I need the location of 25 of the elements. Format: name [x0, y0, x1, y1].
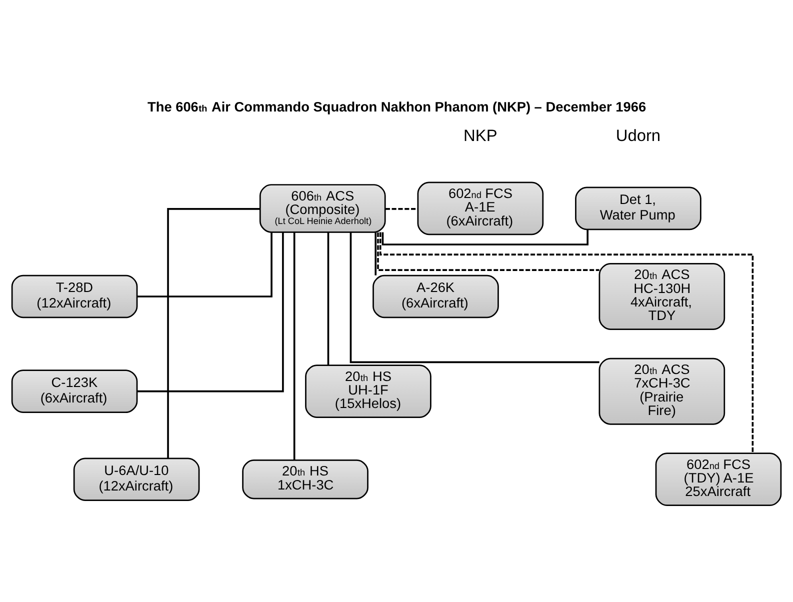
node-box: 20th HS UH-1F (15xHelos) [305, 364, 432, 418]
node-box: U-6A/U-10 (12xAircraft) [73, 457, 200, 501]
connector [374, 232, 377, 275]
connector [385, 208, 418, 210]
connector [377, 232, 600, 270]
node-box: A-26K (6xAircraft) [372, 274, 499, 318]
node-box: 602nd FCS A-1E (6xAircraft) [417, 181, 544, 235]
connector [350, 232, 600, 363]
connector [327, 232, 330, 365]
label: NKP [464, 126, 498, 144]
node-box: 20th HS 1xCH-3C [242, 459, 368, 499]
connector [137, 232, 284, 392]
node-box: 606th ACS (Composite) (Lt CoL Heinie Aderholt) [259, 184, 386, 232]
node-box: C-123K (6xAircraft) [11, 369, 138, 412]
connector [137, 232, 272, 297]
connector [293, 232, 296, 460]
node-box: 20th ACS HC-130H 4xAircraft, TDY [598, 262, 726, 330]
connector [379, 232, 754, 453]
node-box: Det 1, Water Pump [575, 186, 702, 230]
diagram-title: The 606th Air Commando Squadron Nakhon Phanom (NKP) – December 1966 [148, 98, 646, 114]
label: Udorn [616, 126, 661, 144]
node-box: 20th ACS 7xCH-3C (Prairie Fire) [598, 357, 726, 424]
node-box: 602nd FCS (TDY) A-1E 25xAircraft [655, 452, 782, 506]
node-box: T-28D (12xAircraft) [11, 274, 138, 318]
connector [167, 208, 260, 458]
